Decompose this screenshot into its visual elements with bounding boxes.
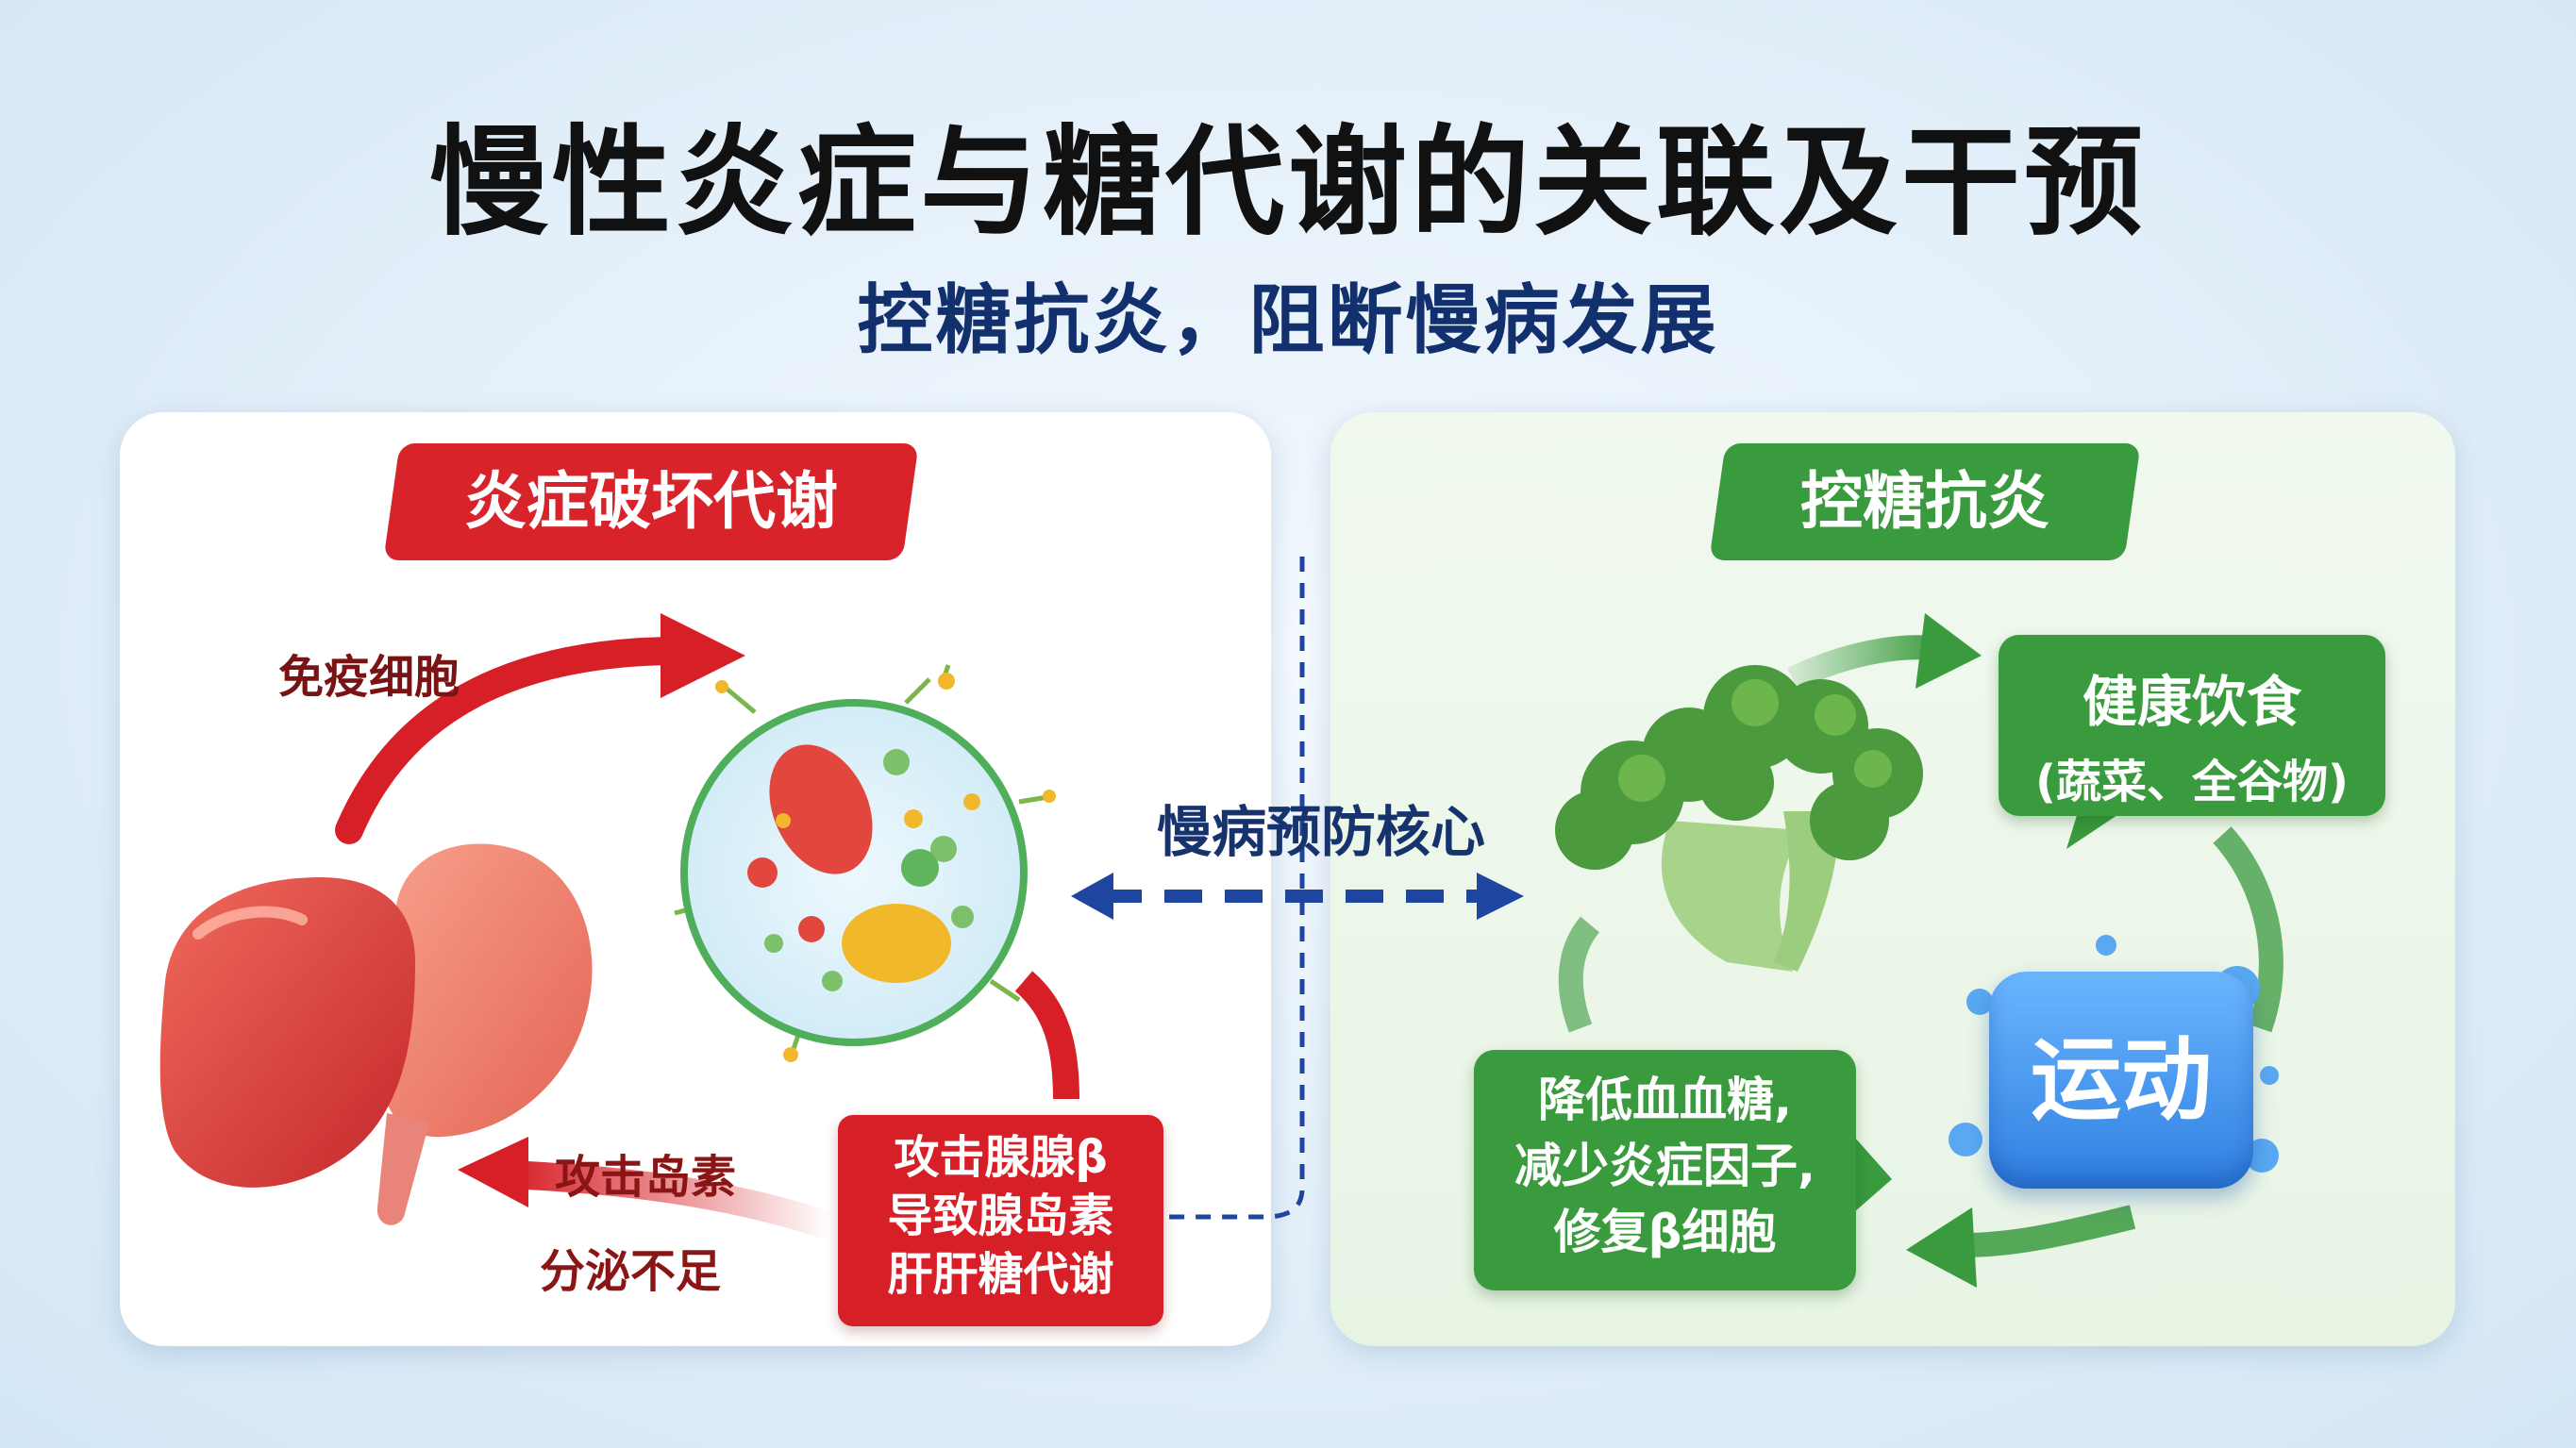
effect-line-3: 肝肝糖代谢	[887, 1248, 1114, 1301]
left-banner-label: 炎症破坏代谢	[464, 465, 838, 538]
immune-cell-illustration	[674, 664, 1056, 1062]
immune-cell-label: 免疫细胞	[278, 651, 460, 704]
cycle-arrow-bottom	[1962, 1205, 2136, 1257]
result-box: 降低血血糖, 减少炎症因子, 修复β细胞	[1474, 1050, 1856, 1290]
exercise-badge: 运动	[1989, 972, 2253, 1189]
dashed-connectors	[1165, 557, 1305, 1220]
healthy-diet-box: 健康饮食 (蔬菜、全谷物)	[1999, 635, 2385, 816]
attack-insulin-label: 攻击岛素	[555, 1151, 737, 1204]
immune-arrow	[335, 637, 694, 844]
left-banner: 炎症破坏代谢	[383, 443, 919, 560]
center-label: 慢病预防核心	[1156, 800, 1485, 864]
result-bubble-tail	[1854, 1137, 1892, 1212]
page-subtitle: 控糖抗炎，阻断慢病发展	[857, 276, 1719, 364]
cell-to-box-arrow	[1014, 971, 1079, 1100]
broccoli-illustration	[1555, 665, 1923, 972]
cycle-arrow-right	[2213, 826, 2283, 1033]
box-to-liver-arrow	[509, 1160, 835, 1240]
result-line-2: 减少炎症因子,	[1514, 1139, 1815, 1193]
result-line-3: 修复β细胞	[1553, 1205, 1777, 1259]
right-banner-label: 控糖抗炎	[1800, 465, 2049, 538]
right-banner: 控糖抗炎	[1709, 443, 2141, 560]
diet-examples: (蔬菜、全谷物)	[2035, 756, 2349, 808]
liver-illustration	[159, 843, 593, 1225]
insufficient-secretion-label: 分泌不足	[540, 1245, 722, 1298]
inflammation-effect-box: 攻击腺腺β 导致腺岛素 肝肝糖代谢	[838, 1115, 1163, 1326]
effect-line-2: 导致腺岛素	[887, 1190, 1114, 1242]
center-double-arrow	[1071, 873, 1524, 920]
page-title: 慢性炎症与糖代谢的关联及干预	[429, 113, 2147, 252]
cycle-arrow-left	[1558, 916, 1600, 1033]
diet-title: 健康饮食	[2082, 670, 2301, 734]
effect-line-1: 攻击腺腺β	[894, 1131, 1108, 1184]
result-line-1: 降低血血糖,	[1538, 1073, 1792, 1127]
